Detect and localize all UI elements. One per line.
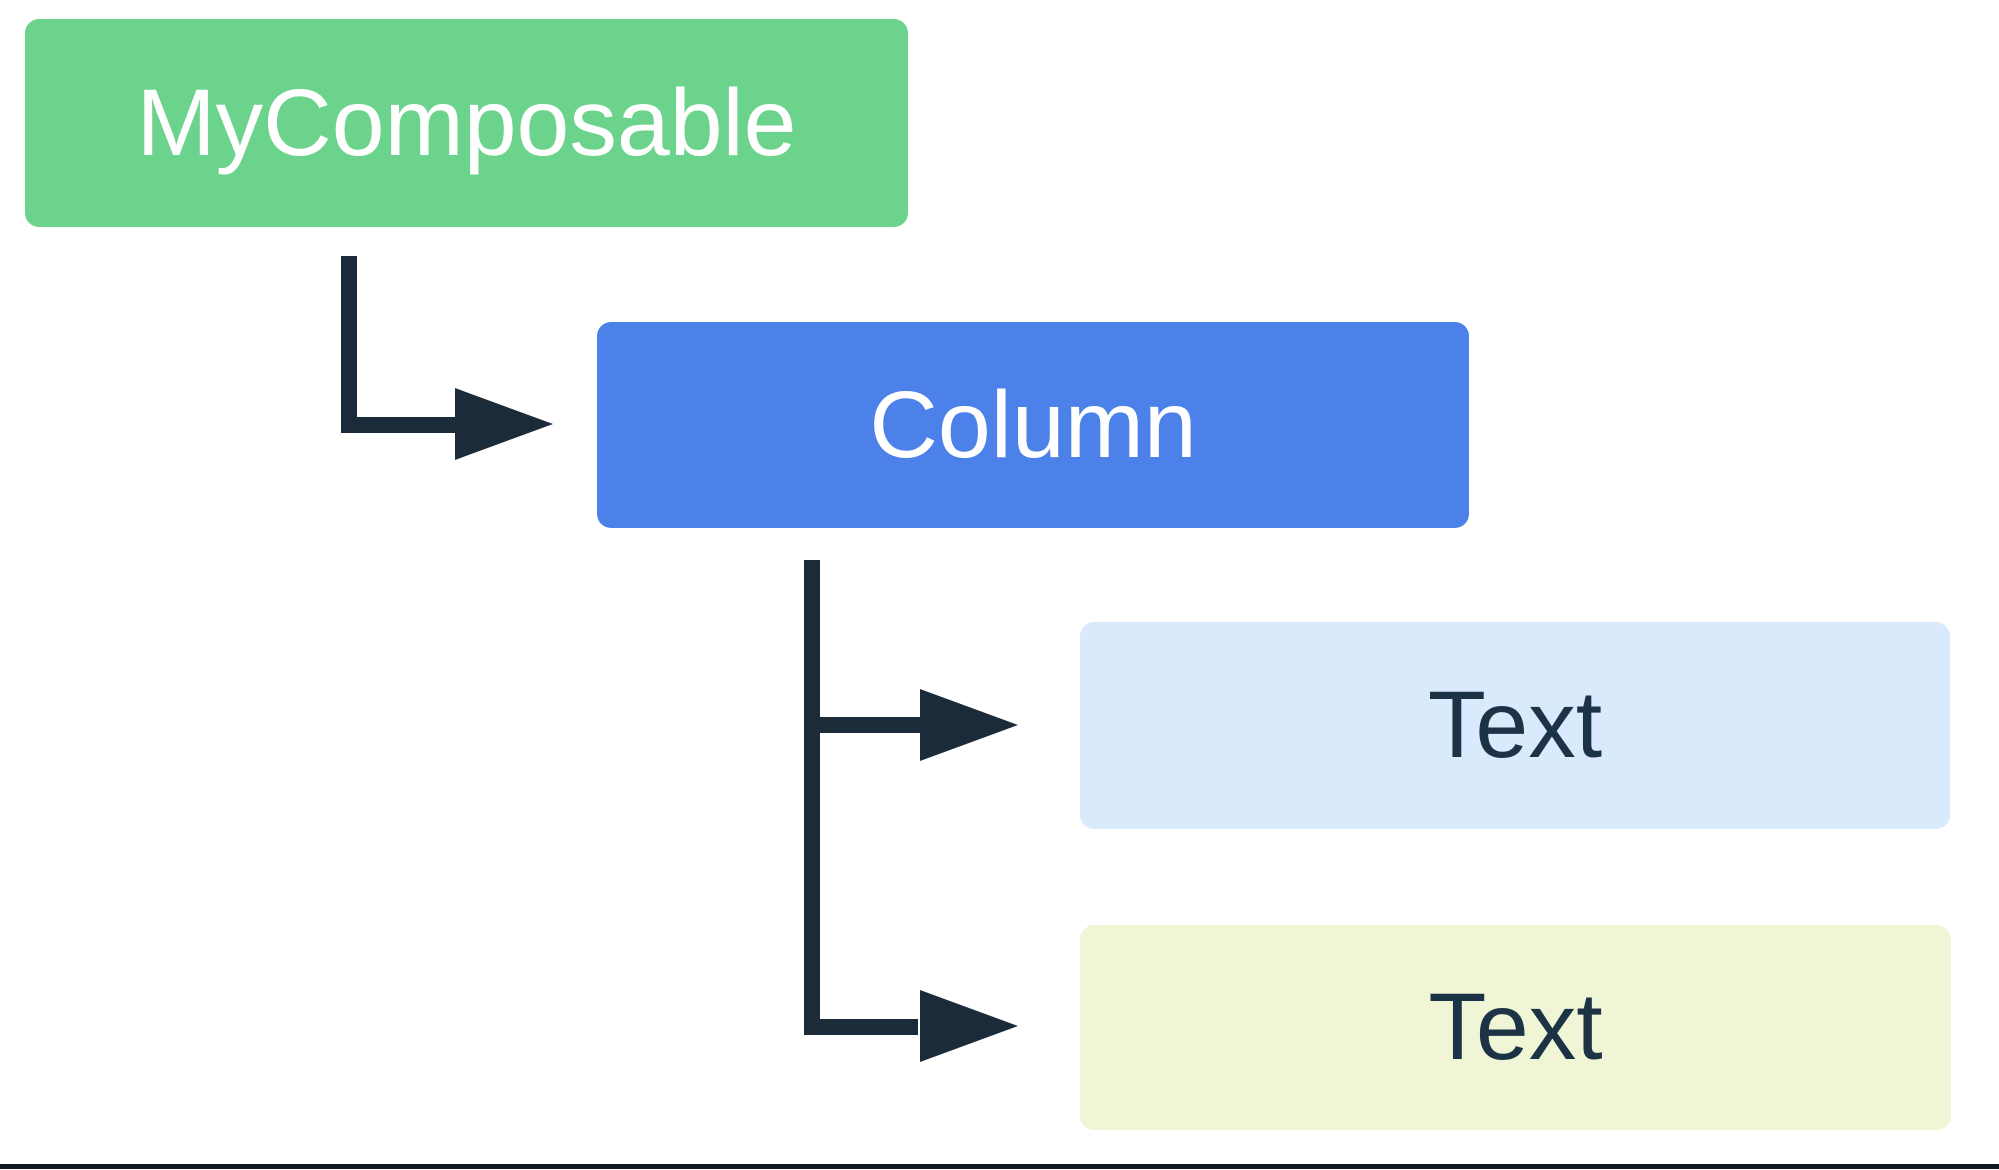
node-mycomposable-label: MyComposable (136, 69, 797, 176)
node-column-label: Column (869, 371, 1197, 478)
node-text-1: Text (1080, 622, 1950, 829)
connector-mycomposable-column-vertical (341, 256, 357, 432)
arrowhead-to-column-icon (455, 388, 553, 460)
connector-mycomposable-column-horizontal (341, 417, 455, 433)
node-text-2-label: Text (1428, 974, 1603, 1080)
node-text-1-label: Text (1427, 672, 1603, 778)
connector-column-children-vertical (804, 560, 820, 1035)
node-text-2: Text (1080, 925, 1951, 1130)
node-mycomposable: MyComposable (25, 19, 908, 227)
arrowhead-to-text1-icon (920, 689, 1018, 761)
bottom-edge-rule (0, 1164, 1999, 1169)
arrowhead-to-text2-icon (920, 990, 1018, 1062)
node-column: Column (597, 322, 1469, 528)
connector-column-text2-horizontal (804, 1019, 918, 1035)
connector-column-text1-horizontal (804, 717, 920, 733)
